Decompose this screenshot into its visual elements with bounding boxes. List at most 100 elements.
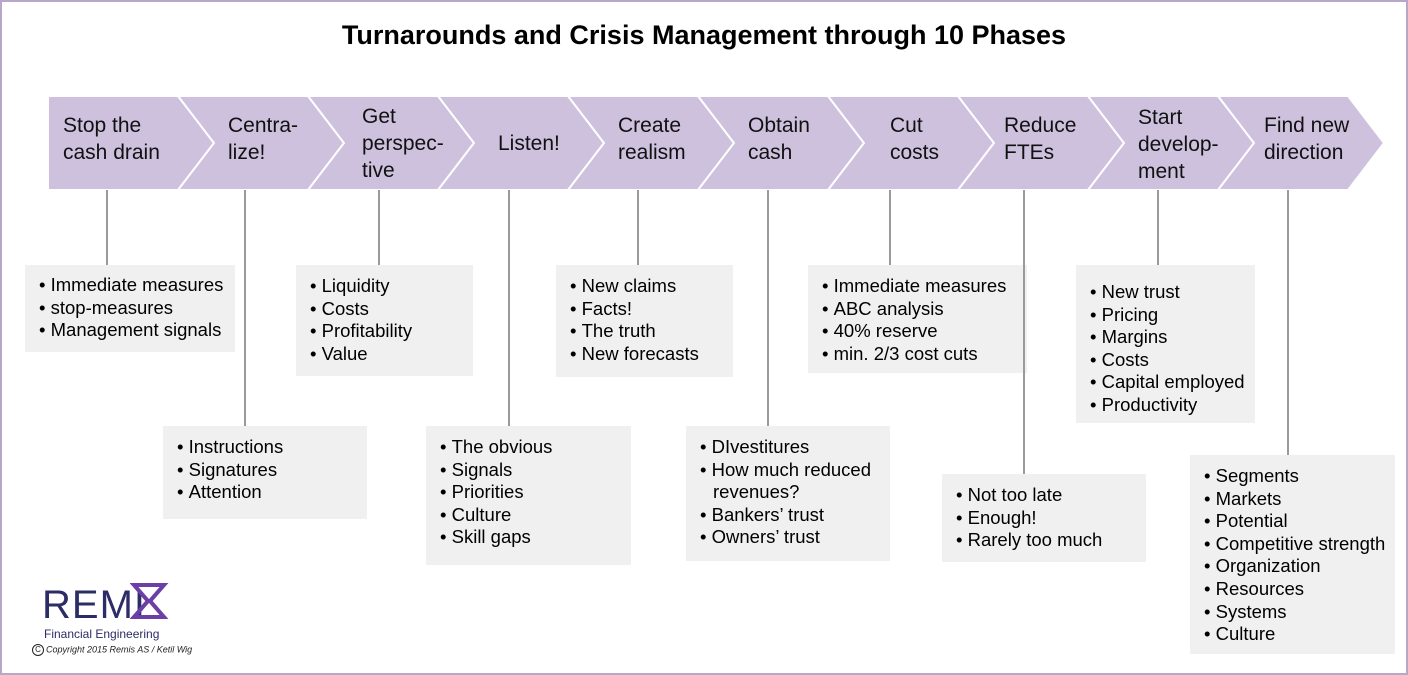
bullet-item: Systems [1204,601,1395,624]
phase-label-line: direction [1264,141,1344,164]
bullet-list: SegmentsMarketsPotentialCompetitive stre… [1204,465,1395,646]
bullet-item: New claims [570,275,733,298]
phase-label-line: Find new [1264,114,1350,137]
phase-label-line: Cut [890,114,923,137]
bullet-list: Not too lateEnough!Rarely too much [956,484,1146,552]
bullet-item: Management signals [39,319,235,342]
phase-label-line: perspec- [362,132,444,155]
bullet-item: Rarely too much [956,529,1146,552]
phase-details-box-9: New trustPricingMarginsCostsCapital empl… [1076,265,1255,423]
bullet-item: Competitive strength [1204,533,1395,556]
bullet-item: Bankers’ trust [700,504,890,527]
bullet-list: Immediate measuresstop-measuresManagemen… [39,274,235,342]
phase-details-box-10: SegmentsMarketsPotentialCompetitive stre… [1190,455,1395,654]
bullet-item: min. 2/3 cost cuts [822,343,1027,366]
phase-label-5: Create realism [618,112,686,166]
bullet-item: Capital employed [1090,371,1255,394]
bullet-item: The obvious [440,436,631,459]
phase-details-box-7: Immediate measuresABC analysis40% reserv… [808,265,1027,373]
phase-details-box-3: LiquidityCostsProfitabilityValue [296,265,473,376]
phase-label-line: cash drain [63,141,160,164]
phase-label-line: tive [362,159,395,182]
phase-label-2: Centra-lize! [228,112,298,166]
phase-label-line: develop- [1138,133,1219,156]
bullet-item: Immediate measures [39,274,235,297]
phase-label-line: realism [618,141,686,164]
bullet-item: Resources [1204,578,1395,601]
connector-line-10 [1287,190,1289,455]
bullet-item: Attention [177,481,367,504]
bullet-item: Profitability [310,320,473,343]
connector-line-7 [889,190,891,265]
connector-line-9 [1157,190,1159,265]
bullet-item: Costs [310,298,473,321]
bullet-item: Immediate measures [822,275,1027,298]
connector-line-4 [508,190,510,426]
bullet-list: DIvestituresHow much reduced revenues?Ba… [700,436,890,549]
phase-label-line: Listen! [498,132,560,155]
connector-line-6 [767,190,769,426]
phase-label-line: Obtain [748,114,810,137]
copyright-text: Copyright 2015 Remis AS / Ketil Wig [46,644,193,655]
logo-s-mark-icon [130,583,169,619]
copyright-icon: C [32,644,44,656]
phase-label-line: Create [618,114,682,137]
phase-label-line: ment [1138,160,1185,183]
phase-label-line: Get [362,105,396,128]
bullet-list: LiquidityCostsProfitabilityValue [310,275,473,365]
phase-label-7: Cut costs [890,112,939,166]
connector-line-5 [637,190,639,265]
bullet-item: Potential [1204,510,1395,533]
phase-details-box-8: Not too lateEnough!Rarely too much [942,474,1146,562]
phase-label-4: Listen! [498,130,560,157]
bullet-item: Culture [1204,623,1395,646]
phase-label-3: Get perspec-tive [362,103,444,184]
bullet-item: Pricing [1090,304,1255,327]
phase-details-box-5: New claimsFacts!The truthNew forecasts [556,265,733,377]
phase-chevron-10 [1215,95,1386,191]
connector-line-2 [244,190,246,426]
phase-label-9: Start develop-ment [1138,104,1219,185]
bullet-item: New forecasts [570,343,733,366]
bullet-list: InstructionsSignaturesAttention [177,436,367,504]
bullet-item: Signatures [177,459,367,482]
logo-subtitle: Financial Engineering [44,627,160,641]
bullet-item: Skill gaps [440,526,631,549]
bullet-list: The obviousSignalsPrioritiesCultureSkill… [440,436,631,549]
bullet-item: Costs [1090,349,1255,372]
bullet-item: Owners’ trust [700,526,890,549]
bullet-item: Segments [1204,465,1395,488]
phase-label-line: costs [890,141,940,164]
phase-details-box-4: The obviousSignalsPrioritiesCultureSkill… [426,426,631,565]
phase-label-line: cash [748,141,793,164]
bullet-item: Productivity [1090,394,1255,417]
phase-label-line: FTEs [1004,141,1055,164]
bullet-item: Markets [1204,488,1395,511]
phase-details-box-2: InstructionsSignaturesAttention [163,426,367,519]
bullet-item: Margins [1090,326,1255,349]
bullet-item: Enough! [956,507,1146,530]
phase-label-10: Find new direction [1264,112,1349,166]
bullet-item: Value [310,343,473,366]
bullet-item: ABC analysis [822,298,1027,321]
phase-label-6: Obtain cash [748,112,810,166]
bullet-item: Instructions [177,436,367,459]
bullet-list: Immediate measuresABC analysis40% reserv… [822,275,1027,365]
phase-label-line: Reduce [1004,114,1077,137]
bullet-item: 40% reserve [822,320,1027,343]
connector-line-1 [106,190,108,265]
phase-label-line: Start [1138,106,1183,129]
bullet-item: Organization [1204,555,1395,578]
bullet-item: Culture [440,504,631,527]
bullet-item: Priorities [440,481,631,504]
bullet-item: Liquidity [310,275,473,298]
bullet-list: New trustPricingMarginsCostsCapital empl… [1090,281,1255,417]
bullet-item: DIvestitures [700,436,890,459]
connector-line-3 [378,190,380,265]
phase-details-box-6: DIvestituresHow much reduced revenues?Ba… [686,426,890,561]
diagram-title: Turnarounds and Crisis Management throug… [341,20,1067,50]
